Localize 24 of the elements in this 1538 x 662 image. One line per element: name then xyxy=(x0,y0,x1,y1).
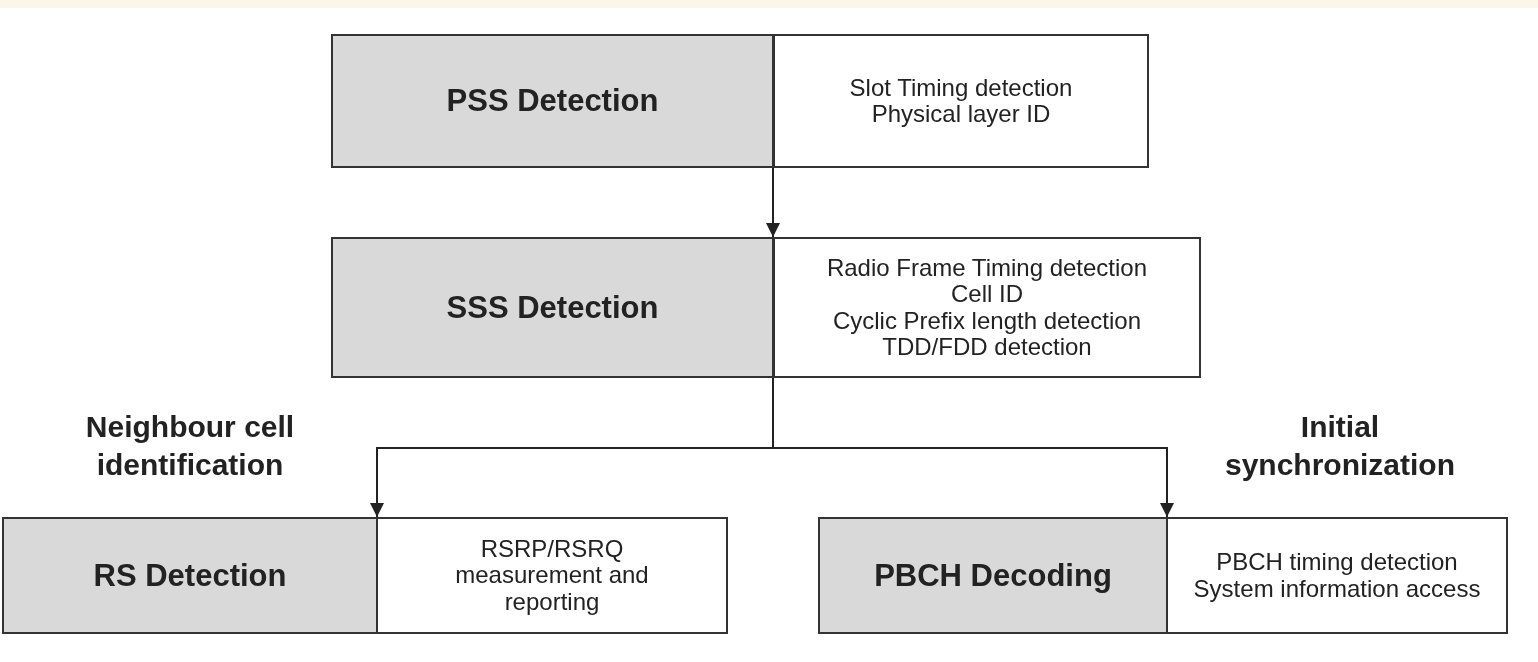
detail-text: PBCH timing detection xyxy=(1216,549,1458,576)
branch-label: Initial synchronization xyxy=(1224,409,1456,484)
process-box xyxy=(331,34,774,168)
detail-text: Physical layer ID xyxy=(871,101,1051,128)
detail-text: TDD/FDD detection xyxy=(882,333,1092,361)
process-title: RS Detection xyxy=(93,557,287,594)
detail-text: Radio Frame Timing detection xyxy=(826,254,1148,282)
detail-text: System information access xyxy=(1193,575,1481,602)
process-title: PSS Detection xyxy=(446,83,659,119)
process-box xyxy=(331,237,774,378)
detail-box xyxy=(773,237,1201,378)
detail-text: Cyclic Prefix length detection xyxy=(832,307,1142,334)
branch-label: Neighbour cell identification xyxy=(84,409,296,484)
process-box xyxy=(818,517,1168,634)
detail-text: Slot Timing detection xyxy=(849,74,1073,101)
detail-text: RSRP/RSRQ measurement and reporting xyxy=(454,535,650,616)
process-box xyxy=(2,517,378,634)
detail-text: Cell ID xyxy=(951,281,1023,308)
process-title: SSS Detection xyxy=(446,289,659,326)
arrow xyxy=(766,167,780,238)
detail-box xyxy=(773,34,1149,168)
process-title: PBCH Decoding xyxy=(874,557,1112,594)
detail-box xyxy=(376,517,728,634)
detail-box xyxy=(1166,517,1508,634)
